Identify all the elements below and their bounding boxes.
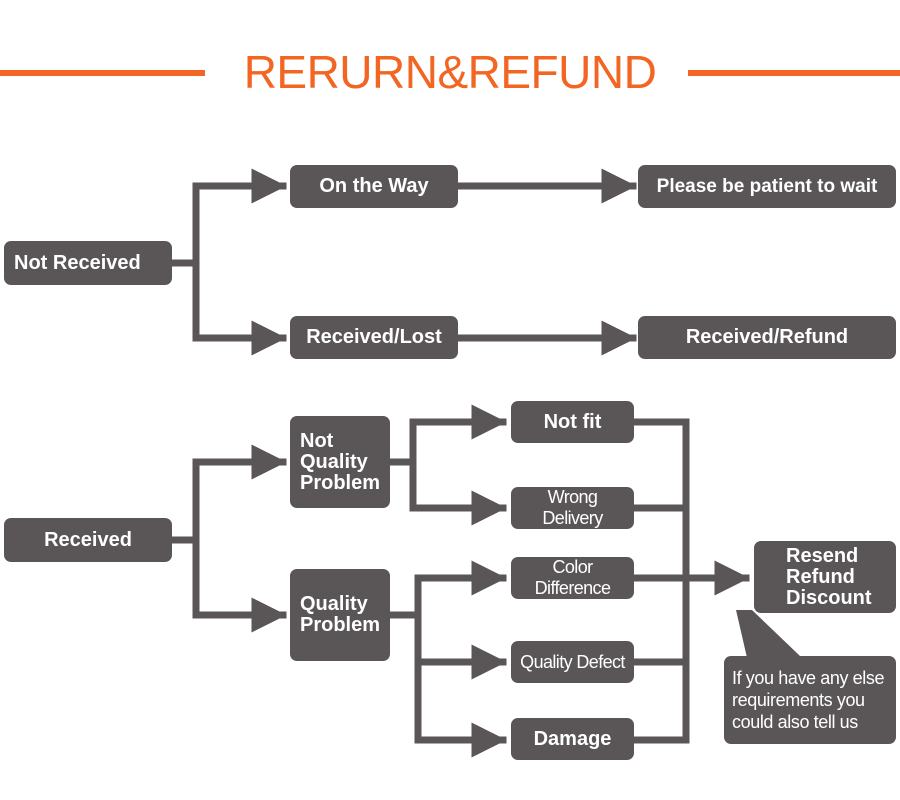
node-received-lost: Received/Lost <box>290 316 458 359</box>
node-on-the-way: On the Way <box>290 165 458 208</box>
node-color-difference: Color Difference <box>511 557 634 599</box>
node-please-wait: Please be patient to wait <box>638 165 896 208</box>
node-received: Received <box>4 518 172 562</box>
title-line-right <box>688 70 900 76</box>
note-bubble: If you have any else requirements you co… <box>724 656 896 744</box>
node-quality-defect: Quality Defect <box>511 641 634 683</box>
title-line-left <box>0 70 205 76</box>
node-not-received: Not Received <box>4 241 172 285</box>
note-pointer <box>736 610 800 662</box>
node-not-quality-problem: Not Quality Problem <box>290 416 390 508</box>
node-quality-problem: Quality Problem <box>290 569 390 661</box>
node-wrong-delivery: Wrong Delivery <box>511 487 634 529</box>
node-resolution: Resend Refund Discount <box>754 541 896 613</box>
node-damage: Damage <box>511 718 634 760</box>
node-not-fit: Not fit <box>511 401 634 443</box>
page-title: RERURN&REFUND <box>243 46 657 98</box>
node-received-refund: Received/Refund <box>638 316 896 359</box>
